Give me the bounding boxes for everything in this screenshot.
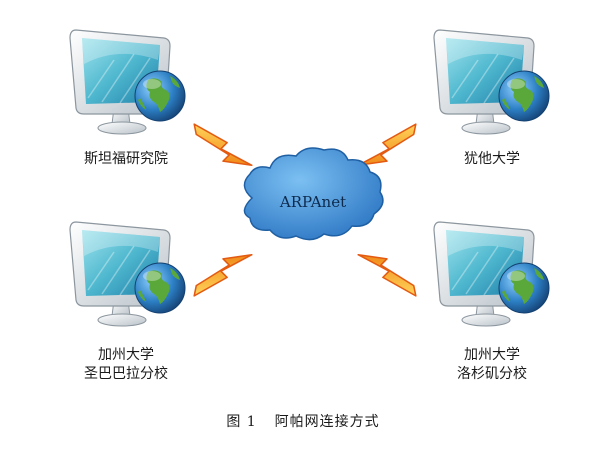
bolt-ucsb-icon [193,253,253,297]
node-label-ucla: 加州大学 洛杉矶分校 [412,346,572,384]
node-label-line: 加州大学 [464,347,520,363]
figure-number: 图 1 [226,414,257,430]
computer-ucla-icon [433,221,550,327]
node-label-stanford: 斯坦福研究院 [46,150,206,169]
node-label-utah: 犹他大学 [412,150,572,169]
figure-title: 阿帕网连接方式 [274,414,380,430]
node-label-line: 加州大学 [98,347,154,363]
node-label-line: 圣巴巴拉分校 [84,366,168,382]
node-label-line: 洛杉矶分校 [457,366,527,382]
computer-utah-icon [433,29,550,135]
arpanet-label: ARPAnet [279,193,346,211]
bolt-ucla-icon [357,253,417,297]
node-label-line: 犹他大学 [464,151,520,167]
arpanet-cloud-icon [243,147,384,241]
node-label-ucsb: 加州大学 圣巴巴拉分校 [46,346,206,384]
node-label-line: 斯坦福研究院 [84,151,168,167]
computer-ucsb-icon [69,221,186,327]
figure-caption: 图 1 阿帕网连接方式 [0,411,606,431]
bolt-utah-icon [357,123,417,167]
computer-stanford-icon [69,29,186,135]
